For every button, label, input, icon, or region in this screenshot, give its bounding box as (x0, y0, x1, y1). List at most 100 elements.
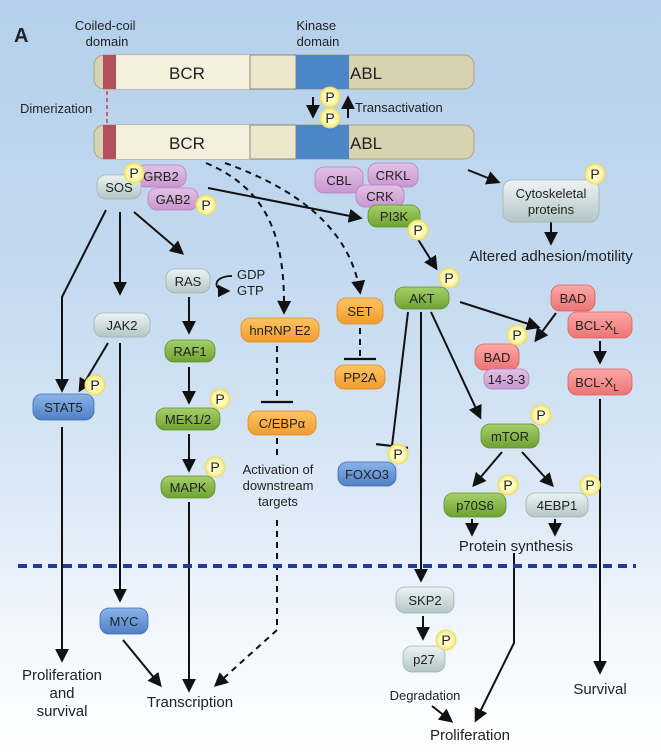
node-foxo3: FOXO3 (337, 461, 397, 487)
node-bad_p: BAD (474, 343, 520, 371)
pi3k-phospho-icon: P (407, 219, 429, 241)
phospho-label: P (413, 222, 422, 238)
node-box (402, 645, 446, 673)
node-label: CBL (326, 173, 351, 188)
node-stat5: STAT5 (32, 393, 95, 421)
phospho-label: P (393, 446, 402, 462)
outcome-altered-adhesion: Altered adhesion/motility (469, 248, 633, 265)
edge-synthesis-to-proliferation (474, 553, 515, 723)
node-box (367, 204, 421, 228)
node-label: CRK (366, 189, 394, 204)
outcome-line: Survival (573, 681, 626, 698)
phospho-label: P (536, 407, 545, 423)
node-label: JAK2 (106, 318, 137, 333)
node-box (334, 364, 386, 390)
panel-label: A (14, 25, 28, 47)
node-akt: AKT (394, 286, 450, 310)
coiled-coil-domain (103, 55, 116, 89)
node-box (567, 368, 633, 396)
node-bad: BAD (550, 284, 596, 312)
phospho-circle (584, 163, 606, 185)
phospho-label: P (590, 166, 599, 182)
node-set: SET (336, 297, 384, 325)
phospho-label: P (503, 477, 512, 493)
akt-phospho-icon: P (438, 267, 460, 289)
phospho-circle (387, 443, 409, 465)
gtp-label: GTP (237, 283, 264, 298)
node-box (155, 407, 221, 431)
edge-sos-to-ras (133, 211, 185, 255)
outcome-line: Proliferation (22, 667, 102, 684)
bcr-label: BCR (169, 134, 205, 153)
outcome-line: Protein synthesis (459, 538, 573, 555)
phospho-circle (319, 86, 341, 108)
abl-label: ABL (350, 134, 382, 153)
node-box (160, 475, 216, 499)
phospho-circle (319, 107, 341, 129)
node-label: BCL-XL (575, 318, 619, 337)
node-label: BAD (484, 350, 511, 365)
phospho-label: P (201, 197, 210, 213)
node-label: MEK1/2 (165, 412, 211, 427)
node-raf1: RAF1 (164, 339, 216, 363)
kinase-domain (296, 125, 349, 159)
outcome-line: survival (37, 703, 88, 720)
node-label: 14-3-3 (488, 372, 526, 387)
node-box (567, 311, 633, 339)
edge-bcrabl-to-hnrnp (205, 162, 292, 315)
node-box (165, 268, 211, 294)
node-label: SOS (105, 180, 133, 195)
dimerization-label: Dimerization (20, 101, 92, 116)
phospho-circle (438, 267, 460, 289)
edge-activation-to-transcription (213, 520, 278, 687)
stat5-phospho-icon: P (84, 374, 106, 396)
node-p70s6: p70S6 (443, 492, 507, 518)
node-label: 4EBP1 (537, 498, 577, 513)
node-box (240, 317, 320, 343)
phospho-circle (530, 404, 552, 426)
node-grb2: GRB2 (135, 164, 187, 188)
node-label: CRKL (376, 168, 411, 183)
node-box (99, 607, 149, 635)
node-jak2: JAK2 (93, 312, 151, 338)
phospho-label: P (129, 165, 138, 181)
edge-akt-inhibits-foxo3 (391, 311, 409, 447)
node-4ebp1: 4EBP1 (525, 492, 589, 518)
phospho-circle (209, 388, 231, 410)
outcome-transcription: Transcription (147, 694, 233, 711)
node-label: AKT (409, 291, 434, 306)
kinase-domain (296, 55, 349, 89)
edge-bcrabl-to-cytoskeletal (467, 169, 501, 185)
grb2-phospho-icon: P (123, 162, 145, 184)
phospho-label: P (512, 327, 521, 343)
node-1433: 14-3-3 (483, 368, 530, 390)
node-label: GRB2 (143, 169, 178, 184)
outcome-degradation: Degradation (390, 688, 461, 703)
abl-top-phospho-icon: P (319, 86, 341, 108)
node-mtor: mTOR (480, 423, 540, 449)
node-label: p27 (413, 652, 435, 667)
edge-jak2-to-stat5 (78, 342, 109, 393)
node-box (502, 179, 600, 223)
transactivation-label: Transactivation (355, 100, 443, 115)
bcr-abl-fusion-top: BCR ABL (93, 54, 475, 90)
node-label-subscript: L (613, 326, 619, 337)
node-label: STAT5 (44, 400, 83, 415)
mek-phospho-icon: P (209, 388, 231, 410)
node-label: proteins (528, 202, 575, 217)
node-myc: MYC (99, 607, 149, 635)
node-label-subscript: L (613, 383, 619, 394)
node-box (314, 166, 364, 194)
mapk-phospho-icon: P (204, 456, 226, 478)
phospho-circle (84, 374, 106, 396)
node-box (337, 461, 397, 487)
coiled-coil-label: Coiled-coil domain (75, 18, 139, 49)
phospho-label: P (585, 477, 594, 493)
p70s6-phospho-icon: P (497, 474, 519, 496)
node-skp2: SKP2 (395, 586, 455, 614)
coiled-coil-line2: domain (86, 34, 129, 49)
node-box (164, 339, 216, 363)
